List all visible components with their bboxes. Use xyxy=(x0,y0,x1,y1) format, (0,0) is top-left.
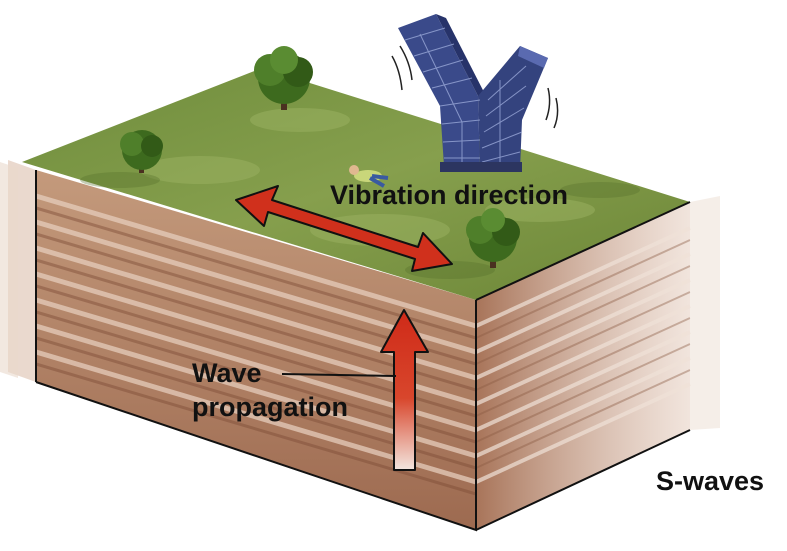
tree-icon xyxy=(120,130,163,173)
block-outline xyxy=(35,170,691,532)
tree-icon xyxy=(466,208,520,268)
block-side-face xyxy=(475,196,720,530)
up-arrow-icon xyxy=(380,309,429,471)
person-icon xyxy=(349,165,389,188)
left-edge-fade xyxy=(0,160,36,382)
vibration-direction-label: Vibration direction xyxy=(330,180,568,210)
double-arrow-icon xyxy=(235,185,453,272)
wave-leader-line xyxy=(281,373,397,377)
tree-icon xyxy=(254,46,313,110)
wave-label-line1: Wave xyxy=(192,358,262,388)
wave-label-line2: propagation xyxy=(192,392,348,422)
ground-surface xyxy=(22,68,690,300)
s-waves-label: S-waves xyxy=(656,466,764,496)
building-icon xyxy=(391,14,559,172)
